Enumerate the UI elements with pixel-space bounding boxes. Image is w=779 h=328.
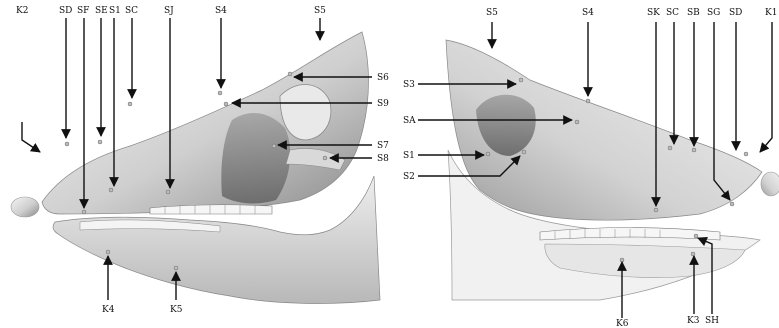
label-left-sj: SJ [164, 6, 174, 16]
left-temporal-shadow [221, 113, 290, 203]
label-right-sb: SB [687, 8, 700, 18]
label-left-s1: S1 [109, 6, 121, 16]
arrow-left-k2 [22, 122, 40, 152]
label-right-sk: SK [647, 8, 660, 18]
label-right-s1: S1 [403, 151, 415, 161]
label-left-k2: K2 [16, 6, 28, 16]
label-right-s3: S3 [403, 80, 415, 90]
label-left-se: SE [95, 6, 108, 16]
label-left-s7: S7 [377, 141, 389, 151]
label-left-sc: SC [125, 6, 138, 16]
label-left-s6: S6 [377, 73, 389, 83]
right-skull [446, 40, 779, 300]
arrow-right-k1 [760, 22, 772, 152]
label-right-sd: SD [729, 8, 742, 18]
right-snout-fragment [761, 172, 779, 196]
left-snout-fragment [11, 197, 39, 217]
label-right-sh: SH [705, 316, 719, 326]
label-left-sf: SF [77, 6, 89, 16]
label-right-s4: S4 [582, 8, 594, 18]
label-left-s5: S5 [314, 6, 326, 16]
label-right-k3: K3 [687, 316, 700, 326]
label-left-s9: S9 [377, 99, 389, 109]
label-left-sd: SD [59, 6, 72, 16]
label-right-sa: SA [403, 116, 416, 126]
label-right-sg: SG [707, 8, 720, 18]
label-left-k4: K4 [102, 305, 115, 315]
label-right-k6: K6 [616, 319, 629, 328]
label-left-s8: S8 [377, 154, 389, 164]
label-right-k1: K1 [765, 8, 777, 18]
label-left-k5: K5 [170, 305, 183, 315]
label-left-s4: S4 [215, 6, 227, 16]
label-right-s2: S2 [403, 172, 415, 182]
label-right-sc: SC [666, 8, 679, 18]
label-right-s5: S5 [486, 8, 498, 18]
